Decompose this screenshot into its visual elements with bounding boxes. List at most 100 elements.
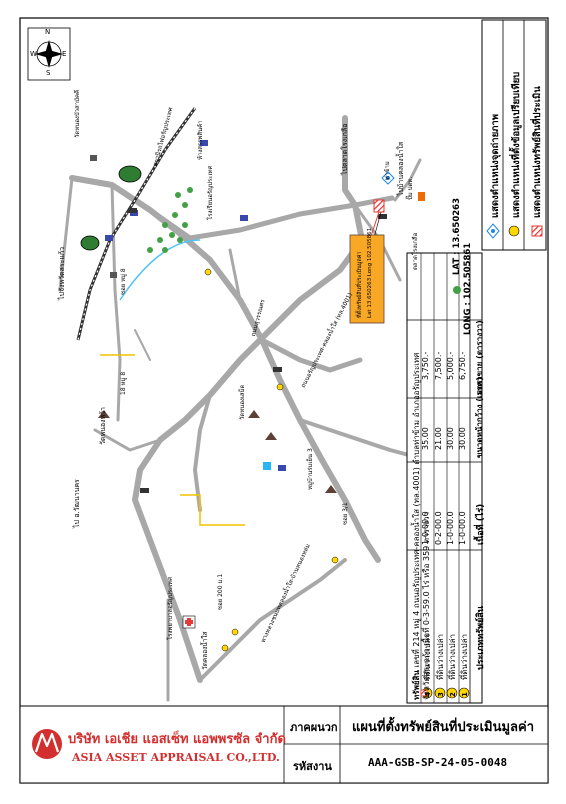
- label-wat-nong-wa: วัดหนองหว้า: [99, 407, 107, 445]
- label-dept-store: ห้างสรรพสินค้า: [197, 120, 204, 160]
- creek: [119, 239, 201, 301]
- road-network: [58, 115, 422, 702]
- temple-icon: [248, 410, 260, 418]
- table-cell-price: 7,500.-: [434, 351, 443, 380]
- label-ptt: ปั๊ม ปตท.: [407, 176, 414, 200]
- footer-block: [19, 705, 549, 784]
- building-icon: [200, 140, 208, 146]
- logo-icon: [118, 165, 142, 183]
- plan-title: แผนที่ตั้งทรัพย์สินที่ประเมินมูลค่า: [352, 720, 535, 735]
- table-header-type: ประเภททรัพย์สิน: [476, 606, 486, 670]
- label-market: ตลาดโรงเกลือ: [412, 232, 419, 270]
- coords-marker: [453, 286, 461, 294]
- table-header-area: เนื้อที่ (ไร่): [476, 503, 486, 545]
- legend-text-subject: แสดงตำแหน่งทรัพย์สินที่ประเมิน: [532, 86, 543, 218]
- comparable-points: [204, 268, 339, 652]
- traffic-light-icons: [128, 208, 387, 493]
- table-cell-area: 1-0-00.0: [458, 511, 467, 545]
- table-cell-type: ที่ดินว่างเปล่า: [460, 633, 469, 680]
- table-cell-area: 0-2-00.0: [434, 511, 443, 545]
- label-to-khlong-luek: ไปตลาดโรงเกลือ: [341, 123, 349, 175]
- row-number: 2: [449, 692, 457, 697]
- railway: [76, 107, 197, 341]
- region-label: ภาคผนวก: [290, 721, 338, 734]
- label-soi-18: 18 หมู่ 8: [120, 371, 127, 395]
- comparable-point: [221, 644, 229, 652]
- table-cell-area: 1-0-00.0: [421, 511, 430, 545]
- traffic-light-icon: [140, 488, 149, 493]
- traffic-light-icon: [273, 367, 282, 372]
- traffic-light-icon: [128, 208, 137, 213]
- tree-cluster: [147, 187, 193, 253]
- legend-text-photo: แสดงตำแหน่งจุดถ่ายภาพ: [490, 114, 501, 218]
- soi-yellow-1: [180, 494, 245, 526]
- table-cell-width: 35.00: [421, 427, 430, 450]
- job-code: AAA-GSB-SP-24-05-0048: [368, 756, 508, 769]
- building-icon: [90, 155, 97, 161]
- compass-s: S: [46, 69, 51, 77]
- company-logo: [32, 729, 62, 759]
- label-village-3: หมู่บ้านร่มเย็น 3: [307, 448, 314, 490]
- logo-icon: [80, 235, 100, 251]
- table-cell-type: ที่ดินว่างเปล่า: [448, 633, 457, 680]
- table-cell-price: 5,000.-: [446, 351, 455, 380]
- building-icon: [278, 465, 286, 471]
- label-to-sakaeo: ไปจังหวัดสระแก้ว: [58, 246, 66, 300]
- hospital-icon: [182, 615, 196, 629]
- table-cell-width: 21.00: [434, 427, 443, 450]
- label-pier: ท่าข้าม: [384, 161, 391, 180]
- row-number-badge: [458, 687, 470, 699]
- data-table-panel: [406, 252, 483, 704]
- label-moo-8: ซอย หมู่ 8: [120, 268, 127, 295]
- row-number: 4: [424, 692, 432, 697]
- legend-subject-marker: [531, 225, 543, 237]
- temple-icons: [98, 410, 337, 493]
- subject-callout-box: [349, 234, 385, 324]
- label-school: โรงเรียนอรัญประเทศ: [207, 165, 214, 220]
- table-cell-price: 3,750.-: [421, 351, 430, 380]
- company-name-en: ASIA ASSET APPRAISAL CO.,LTD.: [72, 751, 280, 764]
- row-number: 1: [461, 692, 469, 697]
- label-hospital: โรงพยาบาลอรัญประเทศ: [167, 576, 174, 640]
- building-icon: [110, 272, 117, 278]
- compass-w: W: [30, 50, 37, 58]
- subject-marker: [373, 199, 385, 213]
- legend-panel: [481, 19, 547, 251]
- table-cell-width: 30.00: [458, 427, 467, 450]
- label-soi-31: ซอย 3/1: [342, 502, 349, 525]
- comparable-point: [204, 268, 212, 276]
- building-icon: [263, 462, 271, 470]
- table-cell-type: ที่ดินว่างเปล่า: [423, 633, 432, 680]
- temple-icon: [265, 432, 277, 440]
- subject-callout-line-2: Lat 13.650263 Long 102.505861: [367, 227, 373, 318]
- camera-icon: [381, 171, 395, 185]
- long-label: LONG : 102.505861: [463, 242, 473, 335]
- subject-callout-line-1: ที่ตั้งทรัพย์สินที่ประเมินมูลค่า: [357, 251, 363, 318]
- location-pin-icon: [418, 192, 425, 201]
- code-label: รหัสงาน: [293, 760, 332, 773]
- label-to-watthana-nakhon: ไป อ.วัฒนานคร: [73, 479, 81, 528]
- comparable-point: [331, 556, 339, 564]
- comparable-point: [276, 383, 284, 391]
- map-area: [27, 27, 425, 702]
- row-number-badge: [446, 687, 458, 699]
- label-soi-200: ซอย 200 ม.1: [217, 573, 224, 610]
- label-temple-north: วัดหนองบัวสามัคคี: [74, 89, 81, 138]
- comparable-point: [231, 628, 239, 636]
- temple-icon: [325, 485, 337, 493]
- label-temple-mid: วัดหนองเสม็ด: [239, 384, 246, 420]
- compass-e: E: [62, 50, 67, 58]
- subject-property: [349, 199, 385, 324]
- property-strip: [420, 689, 428, 697]
- traffic-light-icon: [378, 214, 387, 219]
- company-name-th: บริษัท เอเชีย แอสเซ็ท แอพพรซัล จำกัด: [68, 732, 286, 747]
- compass-n: N: [45, 28, 51, 36]
- building-icon: [240, 215, 248, 221]
- label-wat-khlong-nam-sai: วัดคลองน้ำใส: [201, 631, 209, 670]
- legend-comparable-marker: [508, 225, 520, 237]
- temple-icon: [98, 410, 110, 418]
- building-icon: [105, 235, 113, 241]
- table-header-price: ราคาขาย (ตารางวา): [475, 320, 484, 395]
